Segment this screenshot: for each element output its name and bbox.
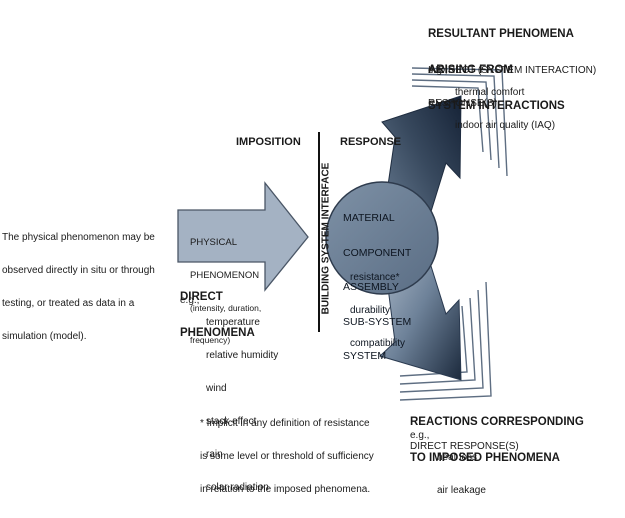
diagram-graphics bbox=[177, 67, 508, 401]
footnote: * Implicit in any definition of resistan… bbox=[200, 396, 374, 517]
left-note-line: observed directly in situ or through bbox=[2, 265, 155, 276]
circle-item: MATERIAL bbox=[343, 212, 395, 224]
list-item: air leakage bbox=[437, 485, 486, 496]
footnote-line: is some level or threshold of sufficienc… bbox=[200, 451, 374, 462]
direct-phenomena-heading: DIRECT PHENOMENA bbox=[180, 267, 255, 363]
response-label: RESPONSE bbox=[340, 136, 402, 148]
list-item: relative humidity bbox=[206, 350, 279, 361]
reactions-sub: DIRECT RESPONSE(S) bbox=[410, 419, 519, 474]
imposition-label: IMPOSITION bbox=[236, 136, 301, 148]
chevrons-lower bbox=[399, 281, 492, 401]
resultant-sub: INDIRECT (SYSTEM INTERACTION) RESPONSE(S… bbox=[428, 43, 596, 131]
left-note-line: simulation (model). bbox=[2, 331, 87, 342]
circle-prop: resistance* bbox=[350, 272, 400, 283]
resultant-heading: RESULTANT PHENOMENA ARISING FROM SYSTEM … bbox=[428, 4, 574, 136]
footnote-line: in relation to the imposed phenomena. bbox=[200, 484, 371, 495]
chevrons-upper bbox=[411, 67, 508, 177]
left-note-line: The physical phenomenon may be bbox=[2, 232, 155, 243]
circle-item: SUB-SYSTEM bbox=[343, 315, 412, 328]
circle-item: COMPONENT bbox=[343, 246, 412, 259]
diagram-canvas: The physical phenomenon may be observed … bbox=[2, 4, 596, 496]
reactions-list: heat loss air leakage bbox=[437, 430, 486, 518]
input-arrow bbox=[177, 181, 309, 292]
circle-prop: compatibility bbox=[350, 338, 406, 349]
left-note-line: testing, or treated as data in a bbox=[2, 298, 135, 309]
physical-detail-line: (intensity, duration, bbox=[190, 303, 262, 313]
footnote-line: * Implicit in any definition of resistan… bbox=[200, 418, 370, 429]
circle-item: ASSEMBLY bbox=[343, 281, 399, 293]
system-circle bbox=[325, 181, 439, 295]
list-item: indoor air quality (IAQ) bbox=[455, 120, 556, 131]
direct-eg: e.g., bbox=[180, 295, 200, 306]
resultant-heading-line: SYSTEM INTERACTIONS bbox=[428, 100, 565, 112]
direct-heading-line: PHENOMENA bbox=[180, 327, 255, 339]
list-item: stack effect bbox=[206, 416, 257, 427]
circle-prop: durability bbox=[350, 305, 391, 316]
interface-label: BUILDING SYSTEM INTERFACE bbox=[320, 162, 332, 315]
reactions-sub-line: DIRECT RESPONSE(S) bbox=[410, 441, 519, 452]
list-item: rain bbox=[206, 449, 223, 460]
resultant-heading-line: RESULTANT PHENOMENA bbox=[428, 28, 574, 40]
reactions-eg: e.g., bbox=[410, 430, 430, 441]
list-item: wind bbox=[206, 383, 227, 394]
reactions-heading-line: REACTIONS CORRESPONDING bbox=[410, 416, 584, 428]
physical-phenomenon: PHYSICAL PHENOMENON (intensity, duration… bbox=[190, 215, 261, 367]
list-item: thermal comfort bbox=[455, 87, 525, 98]
circle-item: SYSTEM bbox=[343, 350, 387, 362]
list-item: temperature bbox=[206, 317, 260, 328]
physical-title-line: PHYSICAL bbox=[190, 237, 237, 248]
circle-items: MATERIAL COMPONENT ASSEMBLY SUB-SYSTEM S… bbox=[343, 190, 411, 386]
resultant-list: thermal comfort indoor air quality (IAQ) bbox=[455, 65, 555, 153]
resultant-eg: e.g., bbox=[428, 65, 448, 76]
left-note: The physical phenomenon may be observed … bbox=[2, 210, 155, 364]
direct-heading-line: DIRECT bbox=[180, 291, 223, 303]
circle-properties: resistance* durability compatibility bbox=[350, 250, 405, 371]
physical-detail-line: frequency) bbox=[190, 335, 231, 345]
resultant-sub-line: RESPONSE(S) bbox=[428, 98, 497, 109]
resultant-heading-line: ARISING FROM bbox=[428, 64, 513, 76]
physical-title-line: PHENOMENON bbox=[190, 270, 260, 281]
resultant-sub-line: INDIRECT (SYSTEM INTERACTION) bbox=[428, 65, 597, 76]
